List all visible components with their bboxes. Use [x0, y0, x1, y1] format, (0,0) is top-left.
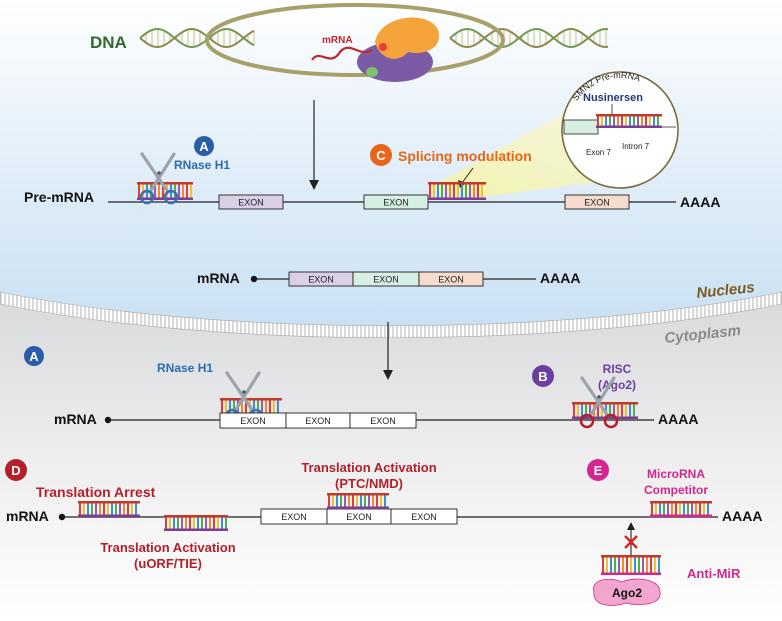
- badge-d-letter: D: [11, 463, 20, 478]
- exon-label: EXON: [240, 416, 266, 426]
- badge-a-letter: A: [199, 139, 209, 154]
- pre-mrna-label: Pre-mRNA: [24, 189, 94, 205]
- badge-d: D: [5, 459, 27, 481]
- badge-b: B: [532, 365, 554, 387]
- aso-anti-mir: [601, 555, 661, 575]
- translation-activation-ptc-label: Translation Activation: [301, 460, 436, 475]
- pre-mrna-polya-tail: AAAA: [680, 194, 720, 210]
- exon-label: EXON: [438, 275, 464, 285]
- exon-label: EXON: [373, 275, 399, 285]
- badge-e: E: [587, 459, 609, 481]
- row-d-mrna-label: mRNA: [6, 508, 49, 524]
- block-x-icon: [624, 535, 638, 549]
- splicing-modulation-label: Splicing modulation: [398, 148, 532, 164]
- mature-mrna-label: mRNA: [197, 270, 240, 286]
- aso-ptc: [327, 493, 389, 509]
- pre-mrna-exon-2: EXON: [363, 194, 429, 210]
- rna-polymerase: [357, 17, 440, 82]
- dna-loop: [205, 3, 505, 77]
- translation-activation-ptc-sub: (PTC/NMD): [335, 476, 403, 491]
- mature-mrna-polya-tail: AAAA: [540, 270, 580, 286]
- microrna-competitor-label: MicroRNA: [647, 467, 705, 481]
- risc-ago2-label: (Ago2): [598, 378, 636, 392]
- pre-mrna-exon-3: EXON: [564, 194, 630, 210]
- aso-uorf: [164, 515, 228, 531]
- cytoplasm-mrna-label: mRNA: [54, 411, 97, 427]
- translation-arrest-label: Translation Arrest: [36, 484, 156, 500]
- rnase-h1-nucleus-label: RNase H1: [174, 158, 230, 172]
- ago2-label: Ago2: [612, 586, 642, 600]
- rnase-h1-cytoplasm-label: RNase H1: [157, 361, 213, 375]
- exon-label: EXON: [305, 416, 331, 426]
- smn2-inset: SMN2 Pre-mRNA Nusinersen Exon 7 Intron 7: [426, 70, 679, 196]
- splicing-pointer: [461, 167, 474, 184]
- aso-translation-arrest: [78, 501, 140, 517]
- translation-activation-uorf-label: Translation Activation: [100, 540, 235, 555]
- aso-microrna-competitor: [650, 501, 712, 517]
- anti-mir-label: Anti-MiR: [687, 566, 741, 581]
- nuclear-membrane: [0, 291, 782, 339]
- cytoplasm-mrna-polya-tail: AAAA: [658, 411, 698, 427]
- cytoplasm-background: [0, 300, 782, 621]
- export-arrowhead: [383, 370, 393, 380]
- badge-a-nucleus: A: [194, 136, 214, 156]
- inset-drug-label: Nusinersen: [583, 92, 643, 104]
- aso-splicing: [428, 182, 486, 200]
- aso-nusinersen: [596, 114, 662, 128]
- exon-label: EXON: [411, 512, 437, 522]
- risc-label: RISC: [603, 362, 632, 376]
- badge-b-letter: B: [538, 369, 547, 384]
- mrna-polymerase-label: mRNA: [322, 35, 353, 46]
- blocked-arrowhead: [627, 522, 635, 530]
- dna-label: DNA: [90, 33, 127, 52]
- exon-label: EXON: [281, 512, 307, 522]
- translation-activation-uorf-sub: (uORF/TIE): [134, 556, 202, 571]
- ago2-protein: Ago2: [593, 578, 661, 606]
- cytoplasm-mrna-exons: EXON EXON EXON: [219, 412, 417, 429]
- exon-label: EXON: [346, 512, 372, 522]
- badge-c: C: [370, 144, 392, 166]
- exon-label: EXON: [238, 198, 264, 208]
- mrna-strand: [311, 46, 373, 61]
- exon-label: EXON: [308, 275, 334, 285]
- badge-a-cytoplasm: A: [24, 346, 44, 366]
- badge-a-letter: A: [29, 349, 39, 364]
- scissors-icon: [139, 152, 179, 205]
- microrna-competitor-sub: Competitor: [644, 483, 708, 497]
- mature-mrna-exons: EXON EXON EXON: [288, 271, 484, 287]
- row-d-mrna-exons: EXON EXON EXON: [260, 508, 458, 525]
- transcription-arrowhead: [309, 180, 319, 190]
- inset-exon7-label: Exon 7: [586, 148, 611, 157]
- pre-mrna-exon-1: EXON: [218, 194, 284, 210]
- exon-label: EXON: [584, 198, 610, 208]
- badge-e-letter: E: [594, 463, 603, 478]
- exon-label: EXON: [370, 416, 396, 426]
- exon-label: EXON: [383, 198, 409, 208]
- nucleus-label: Nucleus: [696, 279, 756, 302]
- inset-intron7-label: Intron 7: [622, 142, 650, 151]
- badge-c-letter: C: [376, 148, 386, 163]
- scissors-icon: [579, 376, 619, 429]
- row-d-polya-tail: AAAA: [722, 508, 762, 524]
